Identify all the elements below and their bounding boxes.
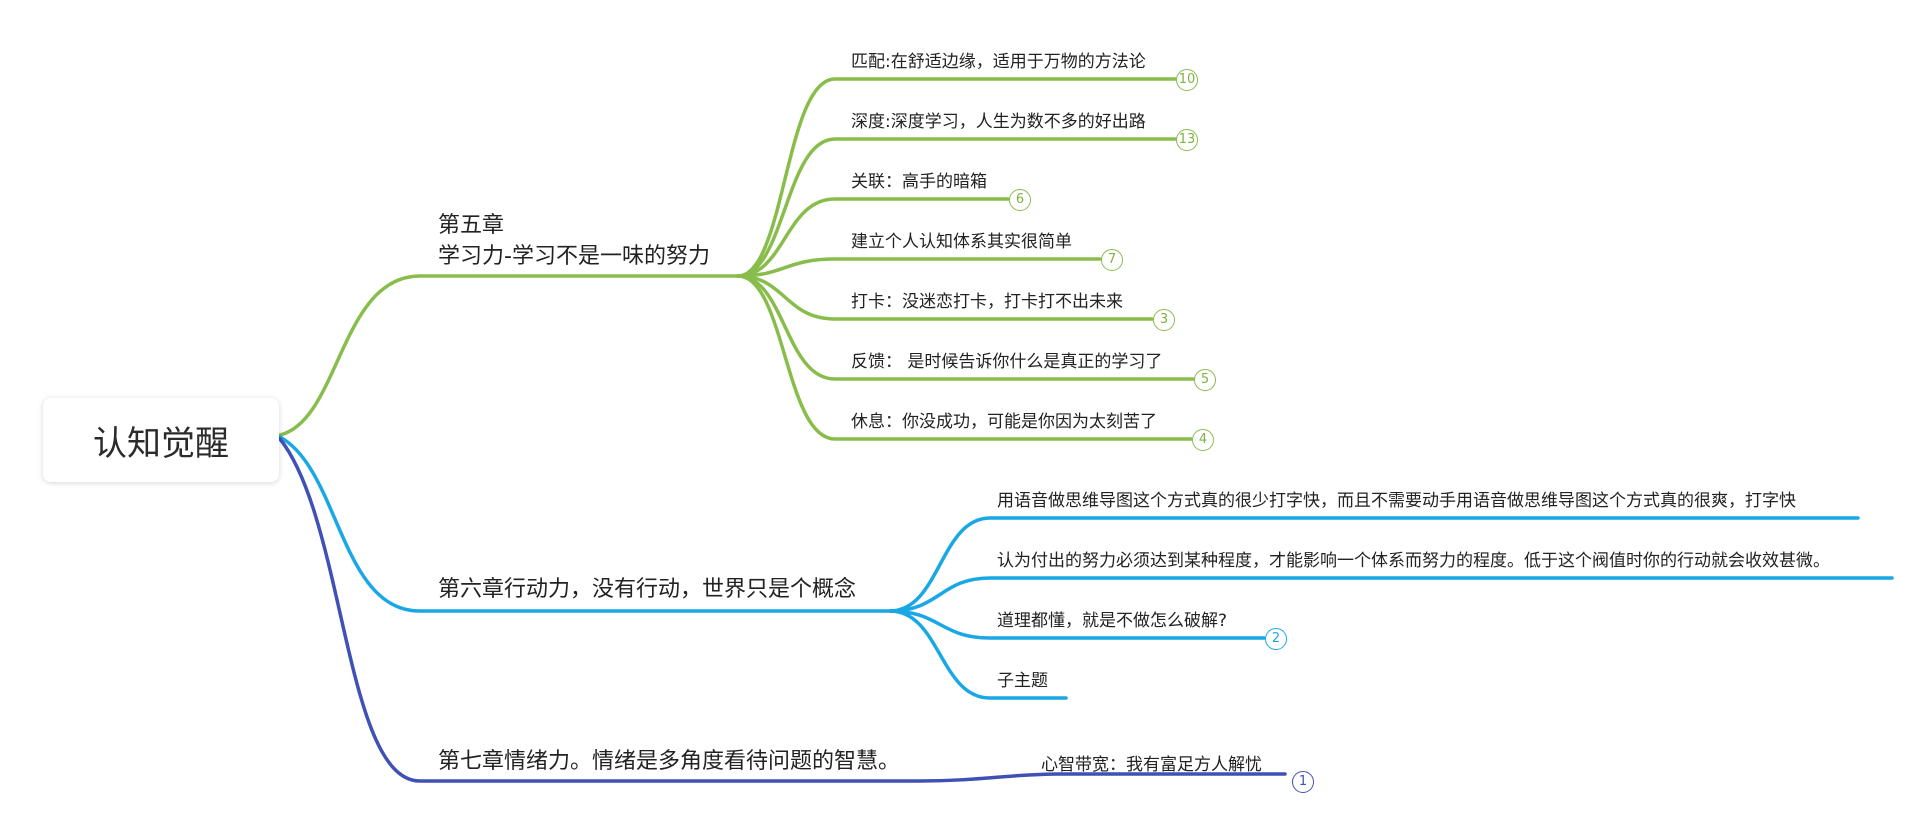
count-badge[interactable]: 3 <box>1153 309 1175 331</box>
topic-chapter5-line1: 第五章 <box>438 213 505 238</box>
connector-ch5-child-3 <box>736 197 1010 278</box>
subtopic-ch6-3[interactable]: 道理都懂，就是不做怎么破解? <box>997 611 1228 631</box>
subtopic-ch5-4[interactable]: 建立个人认知体系其实很简单 <box>851 232 1072 252</box>
subtopic-ch6-4[interactable]: 子主题 <box>997 671 1048 691</box>
subtopic-ch5-2[interactable]: 深度:深度学习，人生为数不多的好出路 <box>851 112 1146 132</box>
subtopic-ch6-2[interactable]: 认为付出的努力必须达到某种程度，才能影响一个体系而努力的程度。低于这个阀值时你的… <box>997 551 1830 571</box>
subtopic-ch7-1[interactable]: 心智带宽：我有富足方人解忧 <box>1041 755 1262 775</box>
connector-ch5-child-2 <box>736 137 1177 278</box>
topic-chapter5-line2: 学习力-学习不是一味的努力 <box>438 244 710 269</box>
connector-ch6-child-3 <box>888 609 1266 640</box>
connector-root-chapter7 <box>278 437 1287 783</box>
count-badge[interactable]: 7 <box>1101 249 1123 271</box>
topic-chapter6[interactable]: 第六章行动力，没有行动，世界只是个概念 <box>438 577 857 602</box>
count-badge[interactable]: 1 <box>1292 771 1314 793</box>
root-topic[interactable]: 认知觉醒 <box>43 398 279 482</box>
count-badge[interactable]: 13 <box>1176 129 1198 151</box>
count-badge[interactable]: 5 <box>1194 369 1216 391</box>
subtopic-ch5-5[interactable]: 打卡：没迷恋打卡，打卡打不出未来 <box>851 292 1123 312</box>
connector-ch5-child-6 <box>736 274 1195 381</box>
connector-ch5-child-1 <box>736 77 1177 278</box>
connector-root-chapter5 <box>278 274 740 437</box>
subtopic-ch5-7[interactable]: 休息：你没成功，可能是你因为太刻苦了 <box>851 412 1157 432</box>
root-topic-label: 认知觉醒 <box>93 423 229 464</box>
connector-ch5-child-4 <box>736 257 1102 278</box>
connector-root-chapter6 <box>278 435 892 613</box>
connector-ch6-child-1 <box>888 516 1860 613</box>
connector-ch5-child-5 <box>736 274 1154 321</box>
subtopic-ch5-1[interactable]: 匹配:在舒适边缘，适用于万物的方法论 <box>851 52 1146 72</box>
subtopic-ch6-1[interactable]: 用语音做思维导图这个方式真的很少打字快，而且不需要动手用语音做思维导图这个方式真… <box>997 491 1796 511</box>
count-badge[interactable]: 6 <box>1009 189 1031 211</box>
count-badge[interactable]: 10 <box>1176 69 1198 91</box>
subtopic-ch5-6[interactable]: 反馈： 是时候告诉你什么是真正的学习了 <box>851 352 1163 372</box>
connector-ch6-child-4 <box>888 609 1068 700</box>
topic-chapter5[interactable]: 第五章 学习力-学习不是一味的努力 <box>438 210 710 272</box>
connector-ch5-child-7 <box>736 274 1193 441</box>
count-badge[interactable]: 4 <box>1192 429 1214 451</box>
topic-chapter7[interactable]: 第七章情绪力。情绪是多角度看待问题的智慧。 <box>438 749 901 774</box>
subtopic-ch5-3[interactable]: 关联：高手的暗箱 <box>851 172 987 192</box>
connector-ch6-child-2 <box>888 576 1894 613</box>
count-badge[interactable]: 2 <box>1265 628 1287 650</box>
